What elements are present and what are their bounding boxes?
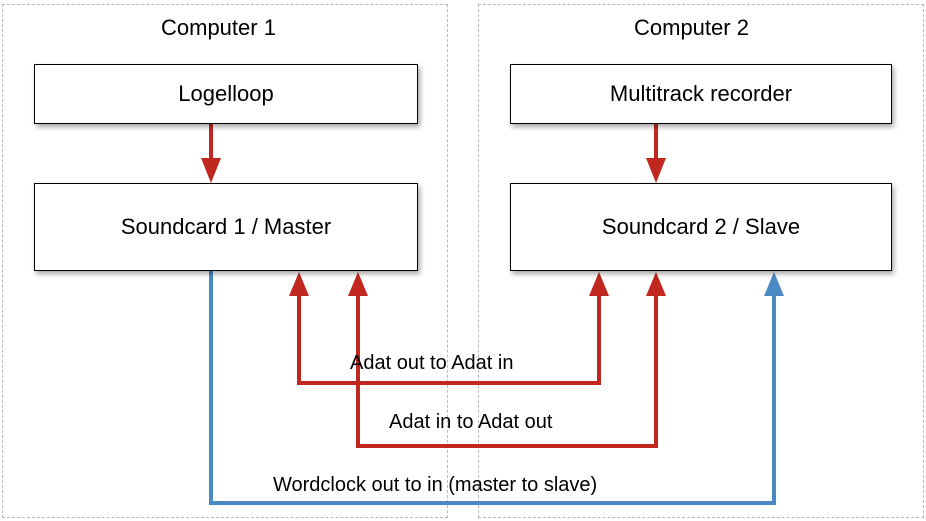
adat-out-to-in-label: Adat out to Adat in: [350, 352, 514, 374]
arrowhead-wordclock: [764, 272, 784, 296]
logelloop-box: Logelloop: [34, 64, 418, 124]
soundcard-1-box: Soundcard 1 / Master: [34, 183, 418, 271]
wordclock-label: Wordclock out to in (master to slave): [273, 474, 598, 496]
connector-wordclock: [209, 271, 776, 505]
logelloop-label: Logelloop: [178, 81, 274, 106]
computer-2-title: Computer 2: [634, 15, 749, 40]
soundcard-2-box: Soundcard 2 / Slave: [510, 183, 892, 271]
connector-adat-out-to-in: [297, 293, 601, 385]
computer-1-group: [2, 4, 448, 518]
arrowhead-adat1-left: [289, 272, 309, 296]
multitrack-recorder-label: Multitrack recorder: [609, 81, 793, 106]
multitrack-recorder-box: Multitrack recorder: [510, 64, 892, 124]
arrowhead-adat1-right: [589, 272, 609, 296]
connector-adat-in-to-out: [356, 293, 658, 448]
soundcard-1-label: Soundcard 1 / Master: [120, 214, 332, 239]
computer-2-group: [478, 4, 924, 518]
arrowhead-soundcard2-top: [646, 158, 666, 183]
soundcard-2-label: Soundcard 2 / Slave: [601, 214, 801, 239]
computer-1-title: Computer 1: [161, 15, 276, 40]
adat-in-to-out-label: Adat in to Adat out: [389, 411, 553, 433]
arrowhead-adat2-left: [348, 272, 368, 296]
arrowhead-soundcard1-top: [201, 158, 221, 183]
arrowhead-adat2-right: [646, 272, 666, 296]
